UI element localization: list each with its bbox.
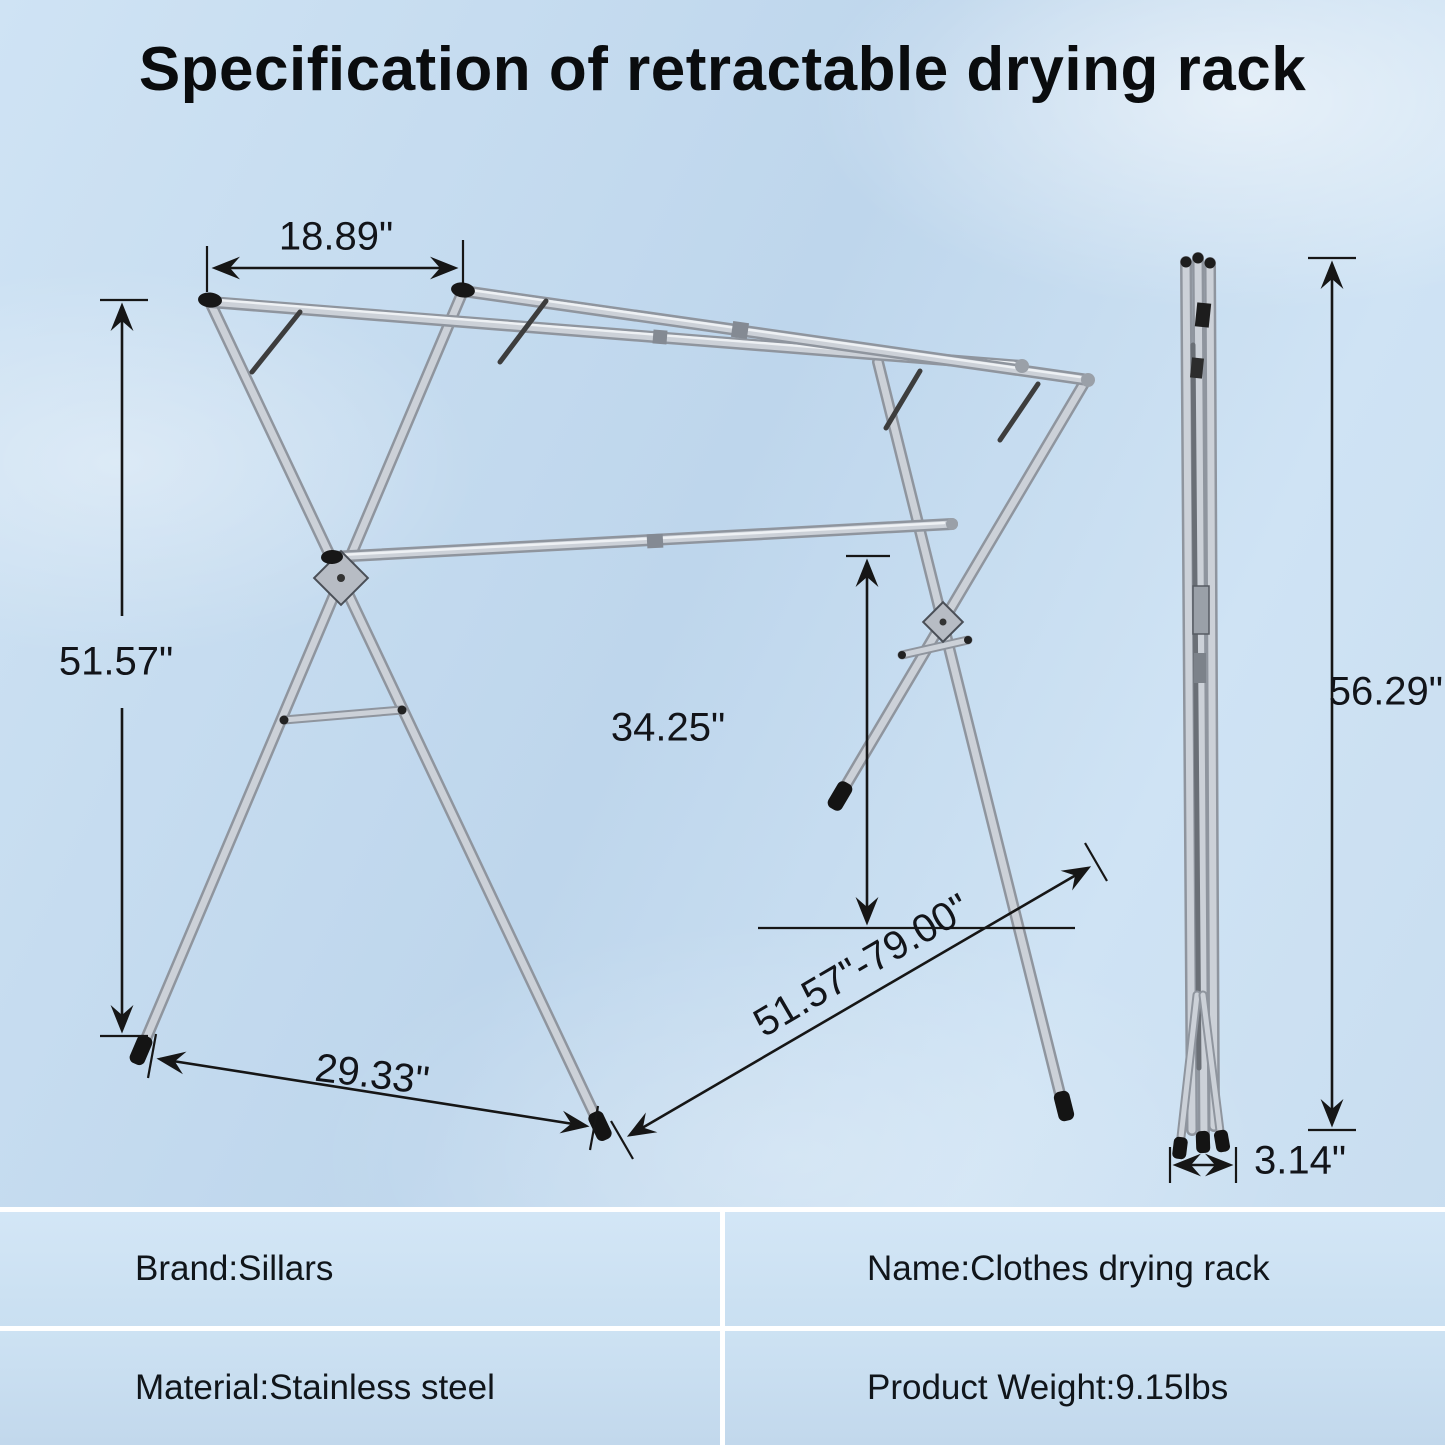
dimension-folded-height-lines — [1308, 256, 1356, 1132]
spec-table: Brand:Sillars Name:Clothes drying rack M… — [0, 1207, 1445, 1445]
spec-cell-weight: Product Weight:9.15lbs — [725, 1331, 1445, 1445]
dim-folded-height-label: 56.29" — [1328, 669, 1443, 714]
dimension-middle-bar-height-lines — [758, 554, 1075, 930]
dim-folded-depth-label: 3.14" — [1253, 1138, 1347, 1183]
rack-expanded-drawing — [129, 282, 1095, 1141]
spec-cell-material: Material:Stainless steel — [0, 1331, 720, 1445]
dimension-base-depth-lines — [146, 1033, 600, 1151]
dimension-open-height-lines — [100, 298, 148, 1038]
spec-cell-name: Name:Clothes drying rack — [725, 1212, 1445, 1326]
dim-open-height-label: 51.57" — [58, 639, 174, 684]
page-title: Specification of retractable drying rack — [138, 35, 1307, 104]
dimension-folded-depth-lines — [1168, 1147, 1238, 1183]
dim-top-rail-gap-label: 18.89" — [278, 214, 394, 259]
dim-middle-bar-height-label: 34.25" — [610, 705, 726, 750]
dimension-top-rail-gap-lines — [205, 240, 465, 292]
rack-folded-drawing — [1172, 252, 1231, 1160]
spec-cell-brand: Brand:Sillars — [0, 1212, 720, 1326]
dimension-extend-length-lines — [610, 842, 1108, 1160]
